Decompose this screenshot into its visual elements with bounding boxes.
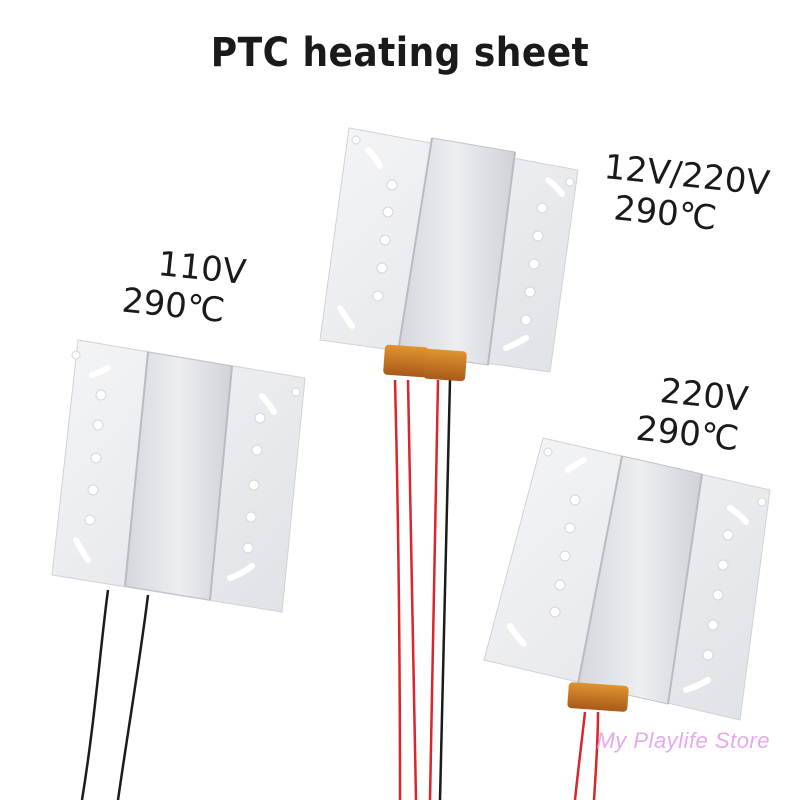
kapton-tab — [567, 682, 629, 712]
mounting-holes — [71, 350, 301, 554]
wire-red — [406, 379, 418, 800]
label-220v: 220V 290℃ — [634, 371, 750, 459]
label-110v: 110V 290℃ — [120, 244, 248, 331]
mounting-holes — [351, 135, 575, 326]
voltage-text: 220V — [658, 371, 750, 421]
heater-220v — [483, 437, 771, 800]
store-watermark: My Playlife Store — [596, 728, 770, 753]
label-12v-220v: 12V/220V 290℃ — [598, 147, 771, 241]
wire-red — [428, 379, 440, 800]
wire-red — [573, 711, 587, 800]
heater-12v-220v — [319, 127, 579, 800]
wire-black — [80, 589, 110, 800]
kapton-tab — [383, 344, 467, 382]
mounting-holes — [543, 447, 767, 661]
wire-red — [393, 379, 402, 800]
wire-red — [592, 711, 600, 800]
wire-black — [438, 379, 452, 800]
temperature-text: 290℃ — [634, 408, 741, 460]
wire-black — [116, 594, 150, 800]
heater-110v — [51, 339, 306, 800]
page-title: PTC heating sheet — [210, 30, 590, 76]
